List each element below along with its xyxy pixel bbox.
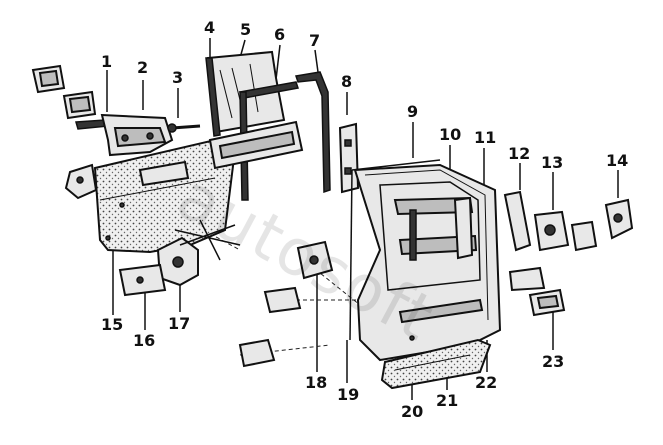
callout-15: 15	[101, 315, 124, 334]
callout-19: 19	[337, 385, 360, 404]
callout-6: 6	[274, 25, 286, 44]
callout-1: 1	[101, 52, 113, 71]
side-strip	[503, 190, 532, 252]
callout-3: 3	[172, 68, 184, 87]
door-lock	[533, 210, 598, 252]
callout-11: 11	[474, 128, 497, 147]
callout-4: 4	[204, 18, 216, 37]
window-channel	[208, 81, 304, 201]
callout-23: 23	[542, 352, 565, 371]
callout-16: 16	[133, 331, 156, 350]
callout-8: 8	[341, 72, 353, 91]
leader-lines	[106, 38, 619, 400]
guide-bracket	[338, 122, 360, 194]
callout-12: 12	[508, 144, 531, 163]
callout-9: 9	[407, 102, 419, 121]
callout-22: 22	[475, 373, 498, 392]
callout-2: 2	[137, 58, 149, 77]
striker-plate	[604, 198, 634, 240]
callout-10: 10	[439, 125, 462, 144]
window-regulator	[118, 219, 241, 297]
callout-5: 5	[240, 20, 252, 39]
callout-21: 21	[436, 391, 459, 410]
handle-bracket	[75, 113, 174, 157]
door-hinges	[238, 240, 334, 368]
door-trim-panel	[93, 138, 237, 254]
callout-20: 20	[401, 402, 424, 421]
callout-13: 13	[541, 153, 564, 172]
callout-14: 14	[606, 151, 629, 170]
inner-handle-parts	[31, 64, 97, 120]
lock-cover	[508, 266, 566, 317]
screw	[167, 123, 201, 133]
callout-18: 18	[305, 373, 328, 392]
callout-7: 7	[309, 31, 321, 50]
rear-guide-rail	[295, 71, 331, 194]
callout-17: 17	[168, 314, 191, 333]
hinge-bracket	[64, 163, 98, 200]
door-shell	[353, 163, 502, 362]
door-seal	[349, 159, 441, 341]
sill-trim	[380, 338, 492, 390]
